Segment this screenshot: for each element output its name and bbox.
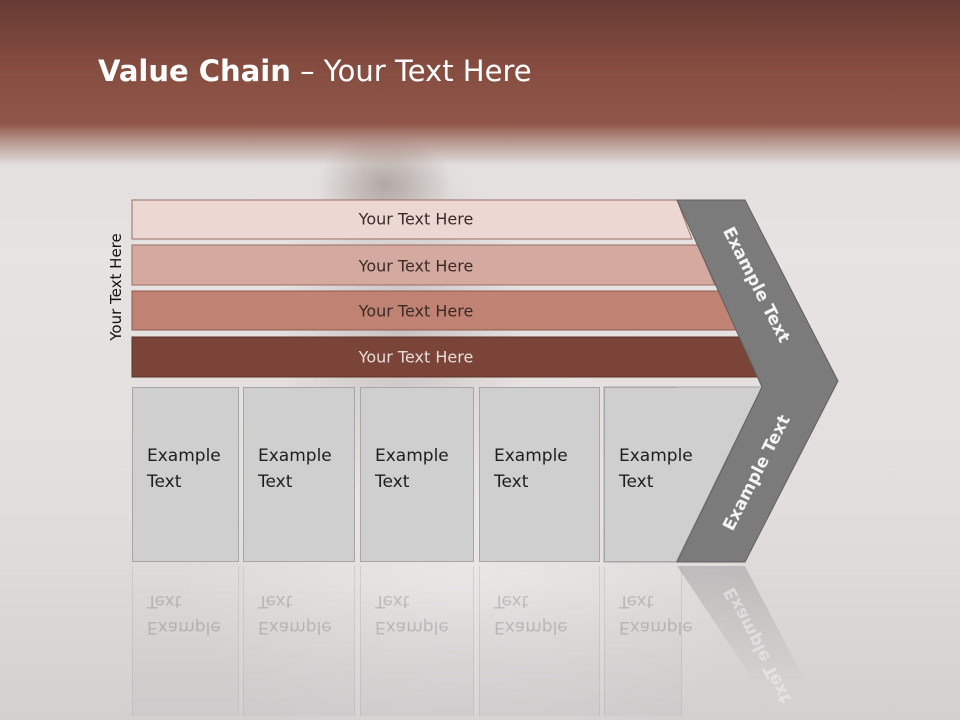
box-reflection-4: Example Text [479, 566, 600, 716]
title-bold: Value Chain [98, 54, 291, 88]
example-box-5: Example Text [604, 387, 693, 562]
slide-title: Value Chain – Your Text Here [98, 54, 532, 88]
box-reflection-2: Example Text [243, 566, 355, 716]
example-box-1: Example Text [132, 387, 239, 562]
chevron-reflection [677, 566, 810, 690]
bar-label-2: Your Text Here [358, 256, 474, 276]
example-box-2: Example Text [243, 387, 355, 562]
title-band [0, 0, 960, 165]
title-rest: – Your Text Here [290, 54, 532, 88]
bar-label-3: Your Text Here [358, 301, 474, 321]
bar-label-4: Your Text Here [358, 347, 474, 367]
example-box-3: Example Text [360, 387, 474, 562]
bar-label-1: Your Text Here [358, 209, 474, 229]
box-reflection-3: Example Text [360, 566, 474, 716]
box-reflection-5: Example Text [604, 566, 693, 716]
example-box-4: Example Text [479, 387, 600, 562]
chevron-arrow [676, 199, 839, 563]
box-reflection-1: Example Text [132, 566, 239, 716]
bar-1 [131, 199, 693, 240]
bar-2 [131, 244, 716, 286]
